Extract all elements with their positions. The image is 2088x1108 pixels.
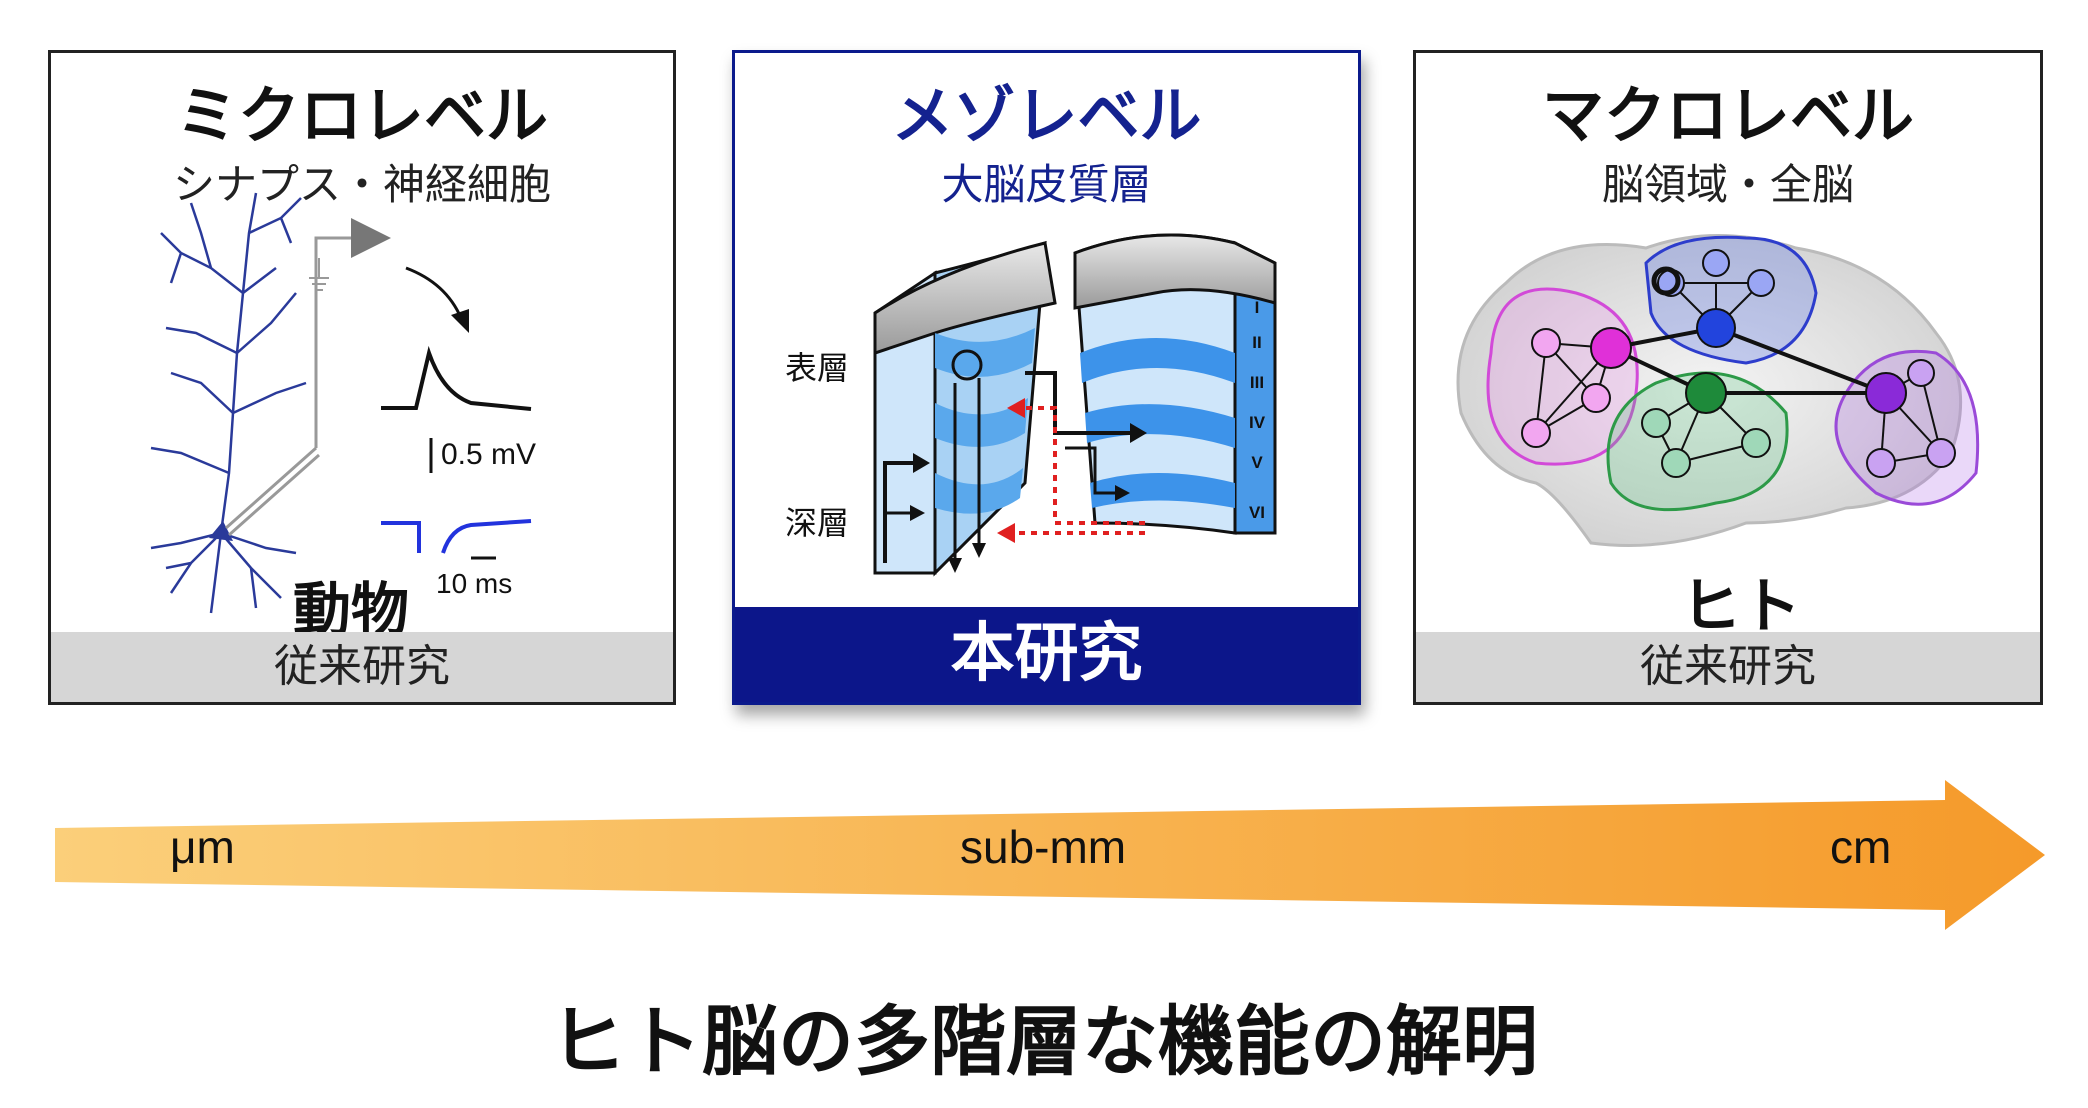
micro-title: ミクロレベル xyxy=(175,79,548,152)
subject-human: ヒト xyxy=(1681,572,1801,642)
macro-title: マクロレベル xyxy=(1541,79,1914,152)
neuron-illustration xyxy=(150,192,532,614)
layer-label-i: I xyxy=(1255,298,1260,317)
neuron-icon xyxy=(150,192,307,614)
layer-label-iii: III xyxy=(1250,373,1264,392)
cortical-column-left-icon xyxy=(873,240,1057,577)
meso-footer: 本研究 xyxy=(735,607,1358,702)
scale-label-meso: sub-mm xyxy=(960,821,1127,873)
macro-footer: 従来研究 xyxy=(1416,632,2040,702)
micro-level-panel: ミクロレベル シナプス・神経細胞 xyxy=(48,50,676,705)
meso-level-panel: メゾレベル 大脳皮質層 xyxy=(732,50,1361,705)
label-deep: 深層 xyxy=(785,504,850,542)
micro-subtitle: シナプス・神経細胞 xyxy=(172,160,551,209)
macro-level-panel: マクロレベル 脳領域・全脳 xyxy=(1413,50,2043,705)
layer-label-ii: II xyxy=(1252,333,1261,352)
scale-label-macro: cm xyxy=(1830,821,1892,873)
scale-bar-voltage: 0.5 mV xyxy=(441,438,537,471)
micro-footer: 従来研究 xyxy=(51,632,673,702)
scale-bar-time: 10 ms xyxy=(436,568,513,599)
layer-label-v: V xyxy=(1251,453,1263,472)
scale-arrow xyxy=(55,780,2045,930)
layer-label-iv: IV xyxy=(1249,413,1266,432)
label-superficial: 表層 xyxy=(785,349,850,387)
scale-label-micro: μm xyxy=(170,821,235,873)
brain-network-illustration xyxy=(1456,234,1980,547)
conclusion-text: ヒト脳の多階層な機能の解明 xyxy=(550,997,1538,1086)
meso-title: メゾレベル xyxy=(891,79,1202,152)
meso-subtitle: 大脳皮質層 xyxy=(941,160,1152,209)
macro-subtitle: 脳領域・全脳 xyxy=(1601,160,1854,209)
layer-label-vi: VI xyxy=(1249,503,1265,522)
cortical-column-right-icon xyxy=(1073,233,1277,535)
scale-arrow-icon xyxy=(55,780,2045,930)
